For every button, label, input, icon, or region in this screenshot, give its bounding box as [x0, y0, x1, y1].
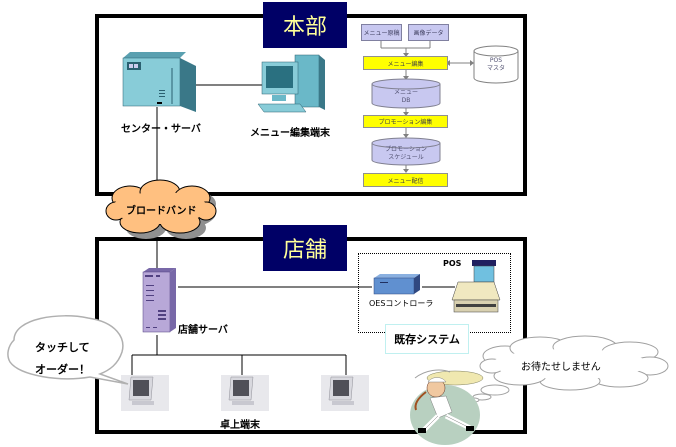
table-terminal-2 — [221, 375, 269, 411]
menu-db-line1: メニュー — [393, 89, 418, 96]
promotion-schedule-line1: プロモーション — [385, 146, 427, 153]
table-terminal-1 — [121, 375, 169, 411]
promotion-schedule-line2: スケジュール — [388, 154, 424, 161]
flow-process-menu-delivery: メニュー配信 — [363, 173, 448, 187]
broadband-label: ブロードバンド — [126, 206, 197, 217]
promotion-schedule-db-label: プロモーション スケジュール — [372, 146, 440, 162]
flow-process-menu-edit: メニュー編集 — [363, 56, 448, 70]
flow-process-promotion-edit: プロモーション編集 — [363, 115, 448, 128]
flow-doc-image-data: 画像データ — [408, 24, 449, 41]
oes-controller-label: OESコントローラ — [369, 299, 434, 308]
touch-order-line2: オーダー！ — [35, 363, 90, 376]
flow-doc-menu-draft: メニュー原稿 — [361, 24, 402, 41]
center-server-label: センター・サーバ — [121, 124, 201, 135]
existing-system-label: 既存システム — [394, 333, 460, 346]
headquarters-title: 本部 — [263, 2, 347, 48]
store-server-label: 店舗サーバ — [178, 325, 228, 336]
table-terminal-label: 卓上端末 — [220, 420, 260, 431]
menu-db-label: メニュー DB — [372, 89, 440, 105]
pos-label: POS — [443, 259, 462, 268]
waiter-thought-text: お待たせしません — [521, 362, 601, 373]
existing-system-label-box: 既存システム — [385, 324, 469, 354]
menu-db-line2: DB — [401, 97, 411, 104]
pos-master-line2: マスタ — [486, 65, 505, 72]
pos-master-db-label: POS マスタ — [474, 57, 518, 73]
touch-order-line1: タッチして — [35, 341, 90, 354]
store-title: 店舗 — [263, 225, 347, 271]
touch-order-text: タッチして オーダー！ — [35, 337, 90, 381]
menu-edit-terminal-label: メニュー編集端末 — [250, 128, 330, 139]
table-terminal-3 — [321, 375, 369, 411]
pos-master-line1: POS — [489, 57, 503, 64]
